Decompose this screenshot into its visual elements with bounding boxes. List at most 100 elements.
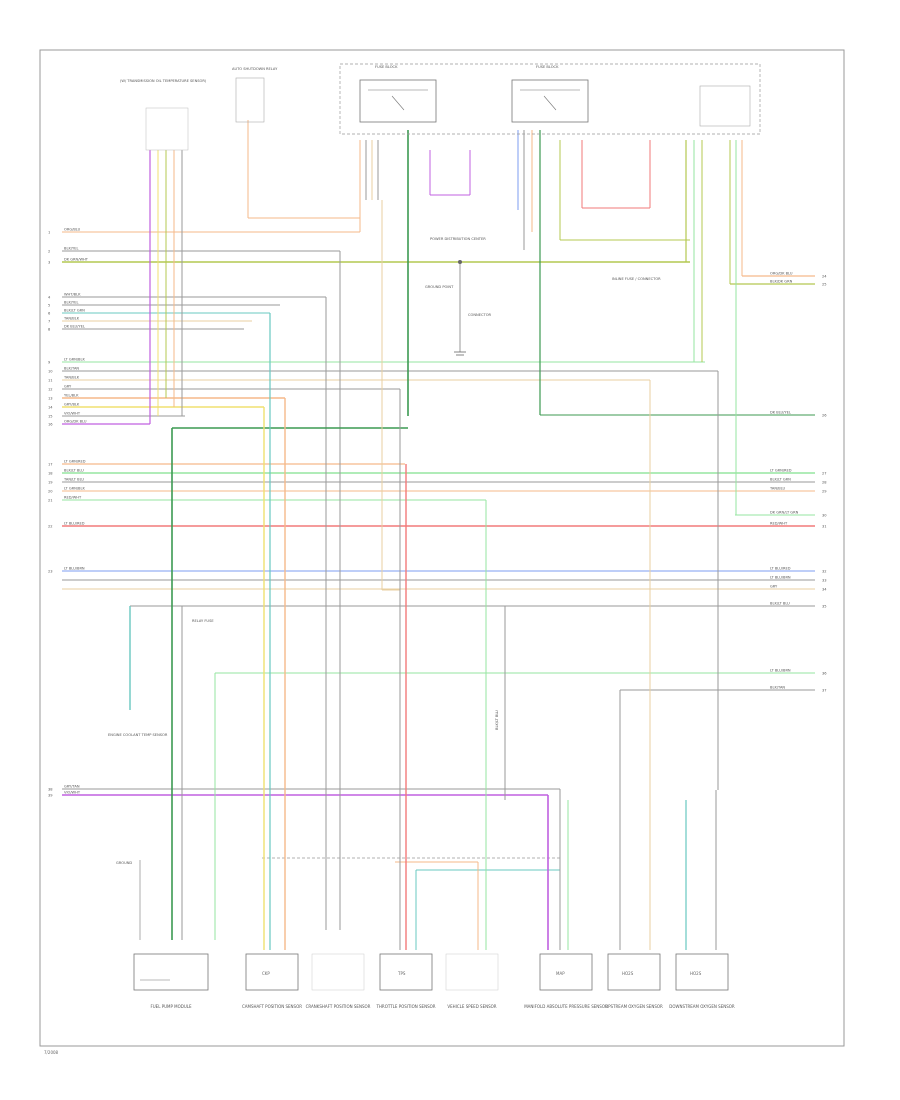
- left-wire-number: 11: [48, 379, 53, 383]
- right-wire-number: 37: [822, 689, 827, 693]
- left-wire-label: LT GRN/RED: [64, 460, 86, 464]
- right-wire-number: 32: [822, 570, 827, 574]
- right-wire-label: GRY: [770, 585, 778, 589]
- right-wire-number: 27: [822, 472, 827, 476]
- left-wire-label: TAN/BLK: [63, 317, 80, 321]
- right-wire-label: LT BLU/BRN: [770, 669, 791, 673]
- comp-box-1: [133, 953, 209, 991]
- footer-code: 7/2008: [44, 1050, 59, 1055]
- left-wire-label: BLK/LT GRN: [64, 309, 85, 313]
- comp-box-4: [379, 953, 433, 991]
- left-wire-label: BLK/YEL: [64, 301, 79, 305]
- lower-left-number: 39: [48, 794, 53, 798]
- left-wire-number: 20: [48, 490, 53, 494]
- comp-box-7: [607, 953, 661, 991]
- right-wire-number: 35: [822, 605, 827, 609]
- left-wire-number: 16: [48, 423, 53, 427]
- right-wire-label: BLK/TAN: [770, 686, 785, 690]
- left-wire-label: BLK/TAN: [64, 367, 79, 371]
- right-wire-label: DK GRN/LT GRN: [770, 511, 799, 515]
- left-wire-number: 1: [48, 231, 50, 235]
- left-wire-number: 13: [48, 397, 53, 401]
- bottom-left-ground: GROUND: [116, 861, 132, 865]
- left-wire-number: 15: [48, 415, 53, 419]
- comp-7-label: UPSTREAM OXYGEN SENSOR: [605, 1004, 663, 1009]
- comp-4-label: THROTTLE POSITION SENSOR: [375, 1004, 435, 1009]
- diagram-frame: [39, 49, 845, 1047]
- left-wire-label: WHT/BLK: [64, 293, 81, 297]
- left-wire-number: 21: [48, 499, 53, 503]
- ground-point-label: GROUND POINT: [425, 285, 454, 289]
- right-wire-number: 26: [822, 414, 827, 418]
- left-wire-label: ORG/DK BLU: [64, 420, 87, 424]
- left-wire-label: DK BLU/YEL: [64, 325, 85, 329]
- left-wire-label: TAN/LT BLU: [63, 478, 84, 482]
- comp-mark-7: HO2S: [622, 971, 634, 976]
- left-wire-label: BLK/YEL: [64, 247, 79, 251]
- right-wire-number: 33: [822, 579, 827, 583]
- left-wire-label: YEL/BLK: [64, 394, 79, 398]
- bottom-component-labels: FUEL PUMP MODULE CAMSHAFT POSITION SENSOR…: [150, 1004, 734, 1009]
- left-wire-number: 7: [48, 320, 50, 324]
- lower-left-label: VIO/WHT: [64, 791, 81, 795]
- left-wire-number: 12: [48, 388, 53, 392]
- left-wire-number: 5: [48, 304, 50, 308]
- left-wire-label: RED/WHT: [64, 496, 82, 500]
- lower-left-number: 38: [48, 788, 53, 792]
- left-wire-label: LT GRN/BLK: [64, 358, 85, 362]
- right-wire-label: ORG/DK BLU: [770, 272, 793, 276]
- comp-mark-4: TPS: [397, 971, 406, 976]
- right-wire-number: 28: [822, 481, 827, 485]
- left-wire-number: 2: [48, 250, 50, 254]
- comp-2-label: CAMSHAFT POSITION SENSOR: [242, 1004, 302, 1009]
- comp-box-2: [245, 953, 299, 991]
- lower-left-label: GRY/TAN: [64, 785, 80, 789]
- right-wire-number: 24: [822, 275, 827, 279]
- pcm-group-label: (W/ TRANSMISSION OIL TEMPERATURE SENSOR): [120, 79, 207, 83]
- right-wire-label: LT GRN/RED: [770, 469, 792, 473]
- right-wire-label: LT BLU/RED: [770, 567, 791, 571]
- relay-1-label: AUTO SHUTDOWN RELAY: [232, 67, 278, 71]
- right-wire-label: TAN/BLU: [769, 487, 786, 491]
- right-wire-number: 29: [822, 490, 827, 494]
- comp-5-label: VEHICLE SPEED SENSOR: [447, 1004, 496, 1009]
- right-wire-number: 31: [822, 525, 827, 529]
- comp-box-8: [675, 953, 729, 991]
- left-wire-label: DK GRN/WHT: [64, 258, 89, 262]
- comp-box-6: [539, 953, 593, 991]
- comp-3-label: CRANKSHAFT POSITION SENSOR: [306, 1004, 371, 1009]
- comp-1-label: FUEL PUMP MODULE: [150, 1004, 192, 1009]
- left-wire-label: LT BLU/BRN: [64, 567, 85, 571]
- bottom-components: CKP TPS MAP HO2S HO2S: [133, 953, 729, 991]
- comp-mark-6: MAP: [556, 971, 565, 976]
- comp-6-label: MANIFOLD ABSOLUTE PRESSURE SENSOR: [524, 1004, 608, 1009]
- fuse-block-2: [511, 79, 589, 123]
- left-wire-label: VIO/WHT: [64, 412, 81, 416]
- connector-label: CONNECTOR: [468, 313, 492, 317]
- left-wire-number: 18: [48, 472, 53, 476]
- top-components: (W/ TRANSMISSION OIL TEMPERATURE SENSOR)…: [108, 63, 761, 940]
- power-distribution-label: POWER DISTRIBUTION CENTER: [430, 237, 486, 241]
- right-wire-label: BLK/LT GRN: [770, 478, 791, 482]
- right-wire-label: LT BLU/BRN: [770, 576, 791, 580]
- right-wire-label: BLK/DK GRN: [770, 280, 793, 284]
- fuse-block-1: [359, 79, 437, 123]
- left-component-label: RELAY FUSE: [192, 619, 214, 623]
- note-right-label: INLINE FUSE / CONNECTOR: [612, 277, 661, 281]
- right-wire-number: 34: [822, 588, 827, 592]
- left-sensor-label: ENGINE COOLANT TEMP SENSOR: [108, 733, 168, 737]
- left-wire-number: 6: [48, 312, 51, 316]
- left-wire-number: 23: [48, 570, 53, 574]
- comp-mark-8: HO2S: [690, 971, 702, 976]
- left-wire-label: GRY/BLK: [64, 403, 80, 407]
- fuse-block-1-label: FUSE BLOCK: [375, 65, 398, 69]
- left-wire-label: LT BLU/RED: [64, 522, 85, 526]
- right-wire-number: 30: [822, 514, 827, 518]
- fuse-block-2-label: FUSE BLOCK: [536, 65, 559, 69]
- right-wire-label: BLK/LT BLU: [770, 602, 790, 606]
- left-vertical-label: BLK/LT BLU: [495, 710, 499, 730]
